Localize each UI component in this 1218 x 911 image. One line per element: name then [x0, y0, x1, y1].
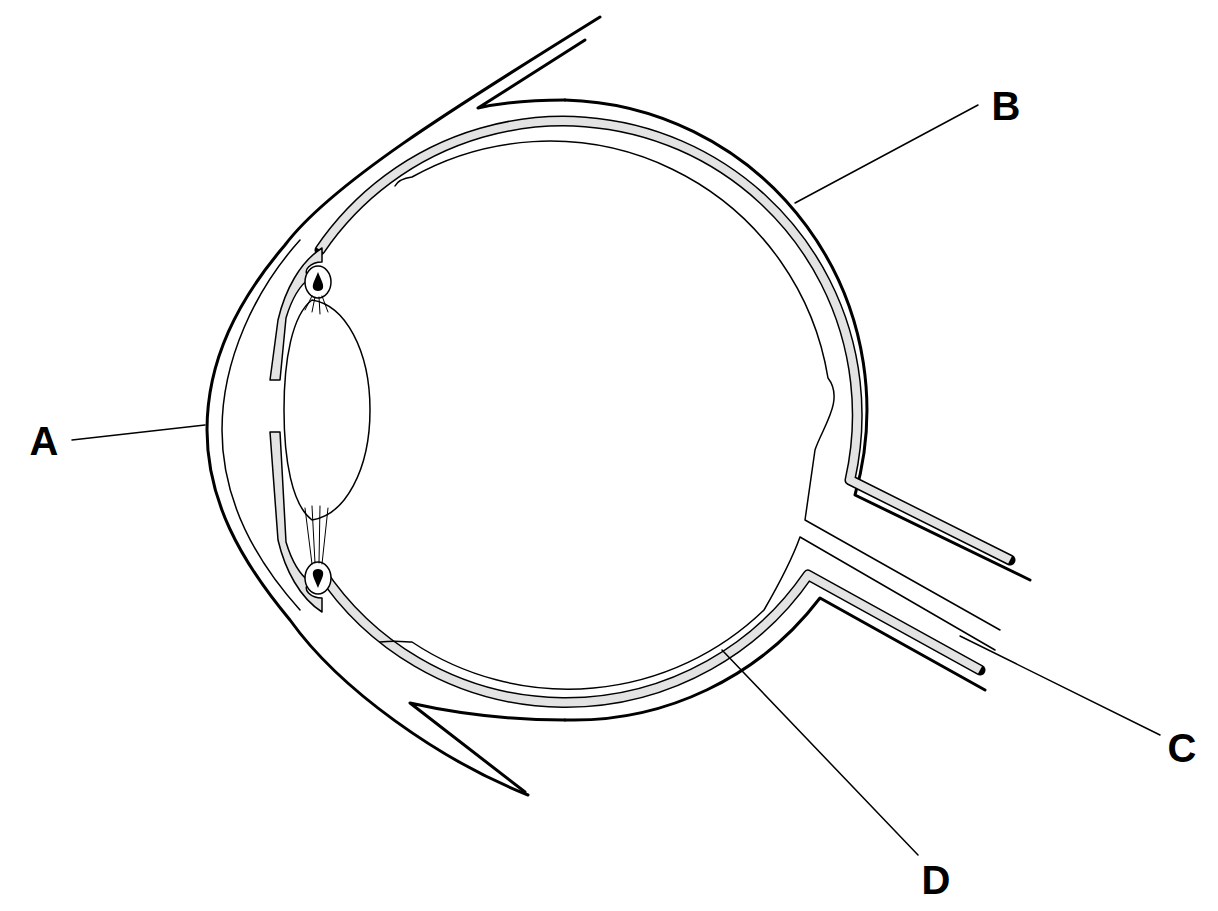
part-label: D	[922, 860, 951, 900]
choroid	[320, 121, 1010, 560]
ciliary-drop	[313, 569, 323, 588]
part-label: C	[1168, 728, 1197, 768]
ciliary-drop	[313, 272, 323, 291]
retina	[380, 537, 995, 689]
lens	[284, 300, 370, 520]
lower-fold	[410, 703, 565, 792]
eyelid-contour	[207, 17, 600, 795]
choroid	[320, 121, 1010, 560]
retina	[395, 141, 1000, 630]
ciliary-body	[305, 266, 331, 298]
sclera	[565, 100, 1030, 580]
part-label: A	[30, 421, 59, 461]
choroid	[320, 570, 980, 703]
zonules	[305, 296, 328, 564]
ciliary-body	[305, 562, 331, 594]
part-label: B	[992, 86, 1021, 126]
leader-line	[72, 105, 1160, 855]
upper-fold	[478, 40, 585, 108]
choroid	[320, 570, 980, 703]
